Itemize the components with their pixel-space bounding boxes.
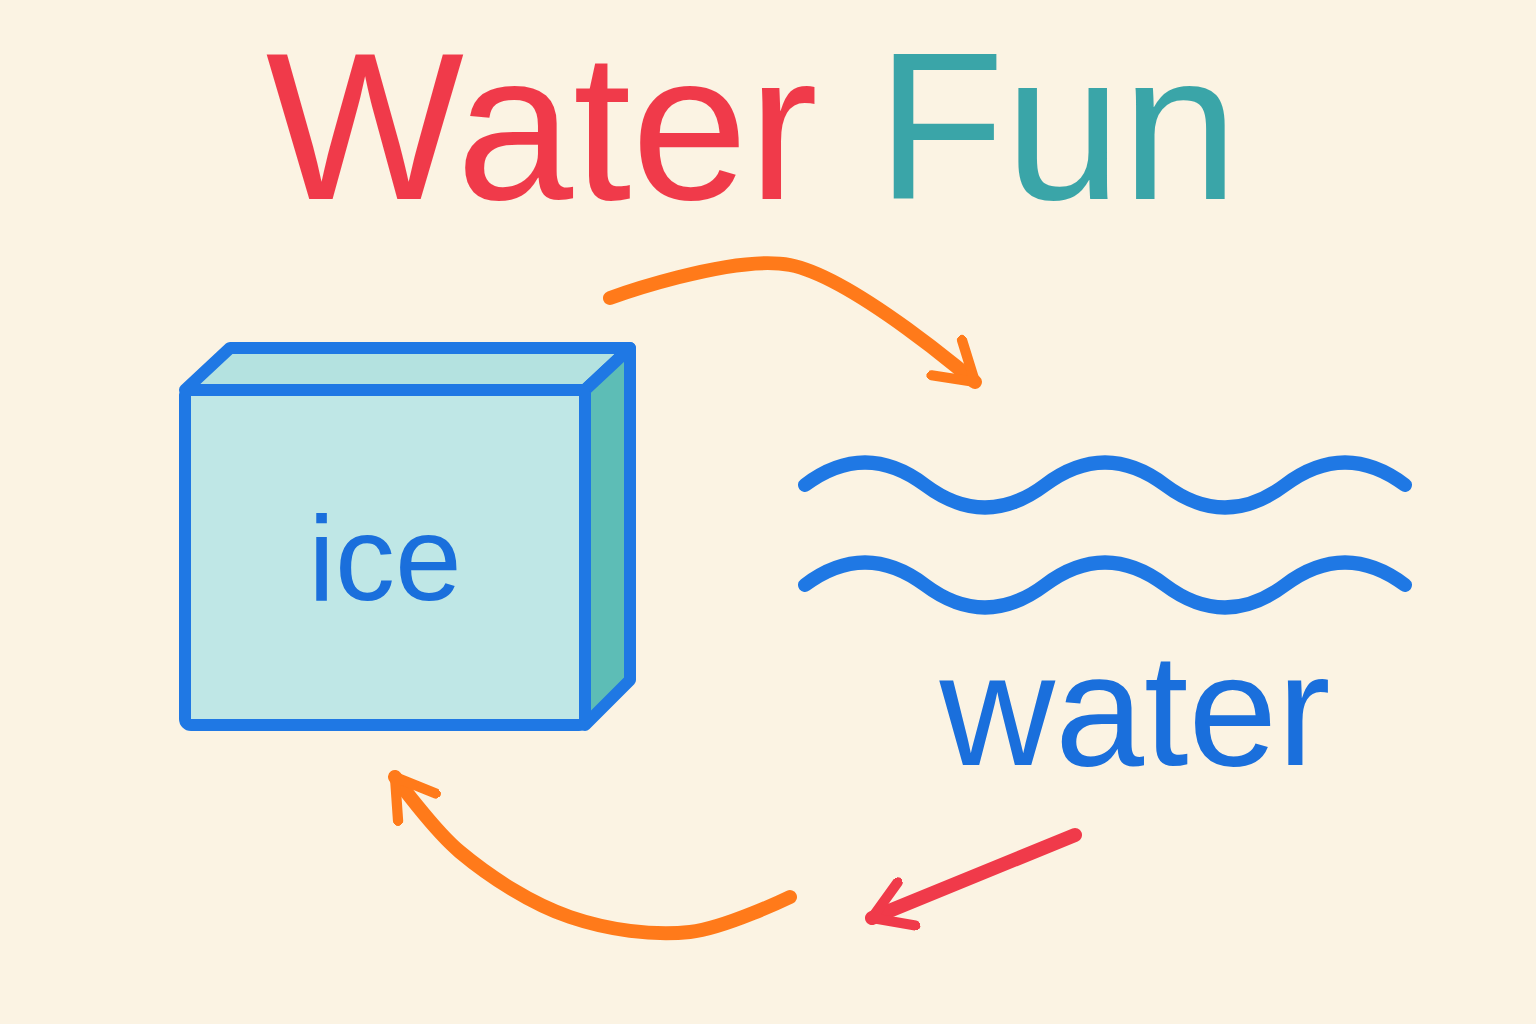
cube-front (185, 390, 585, 725)
water-waves: water (790, 440, 1480, 805)
node-label: ice (308, 498, 461, 618)
ice-cube: ice (180, 340, 640, 732)
title: Water Fun (266, 22, 1238, 232)
waves-figure (790, 440, 1430, 640)
water-label-holder: water (790, 630, 1480, 790)
arrow-stroke (610, 263, 975, 382)
wave-line (805, 563, 1405, 608)
cube-face: ice (185, 390, 585, 725)
node-label: water (790, 630, 1480, 790)
arrow (610, 263, 975, 382)
arrow-stroke (395, 777, 790, 933)
wave-line (805, 463, 1405, 508)
arrow-stroke (872, 835, 1075, 918)
cube-top (185, 348, 630, 390)
arrow (395, 777, 1075, 933)
cube-side (585, 348, 630, 725)
